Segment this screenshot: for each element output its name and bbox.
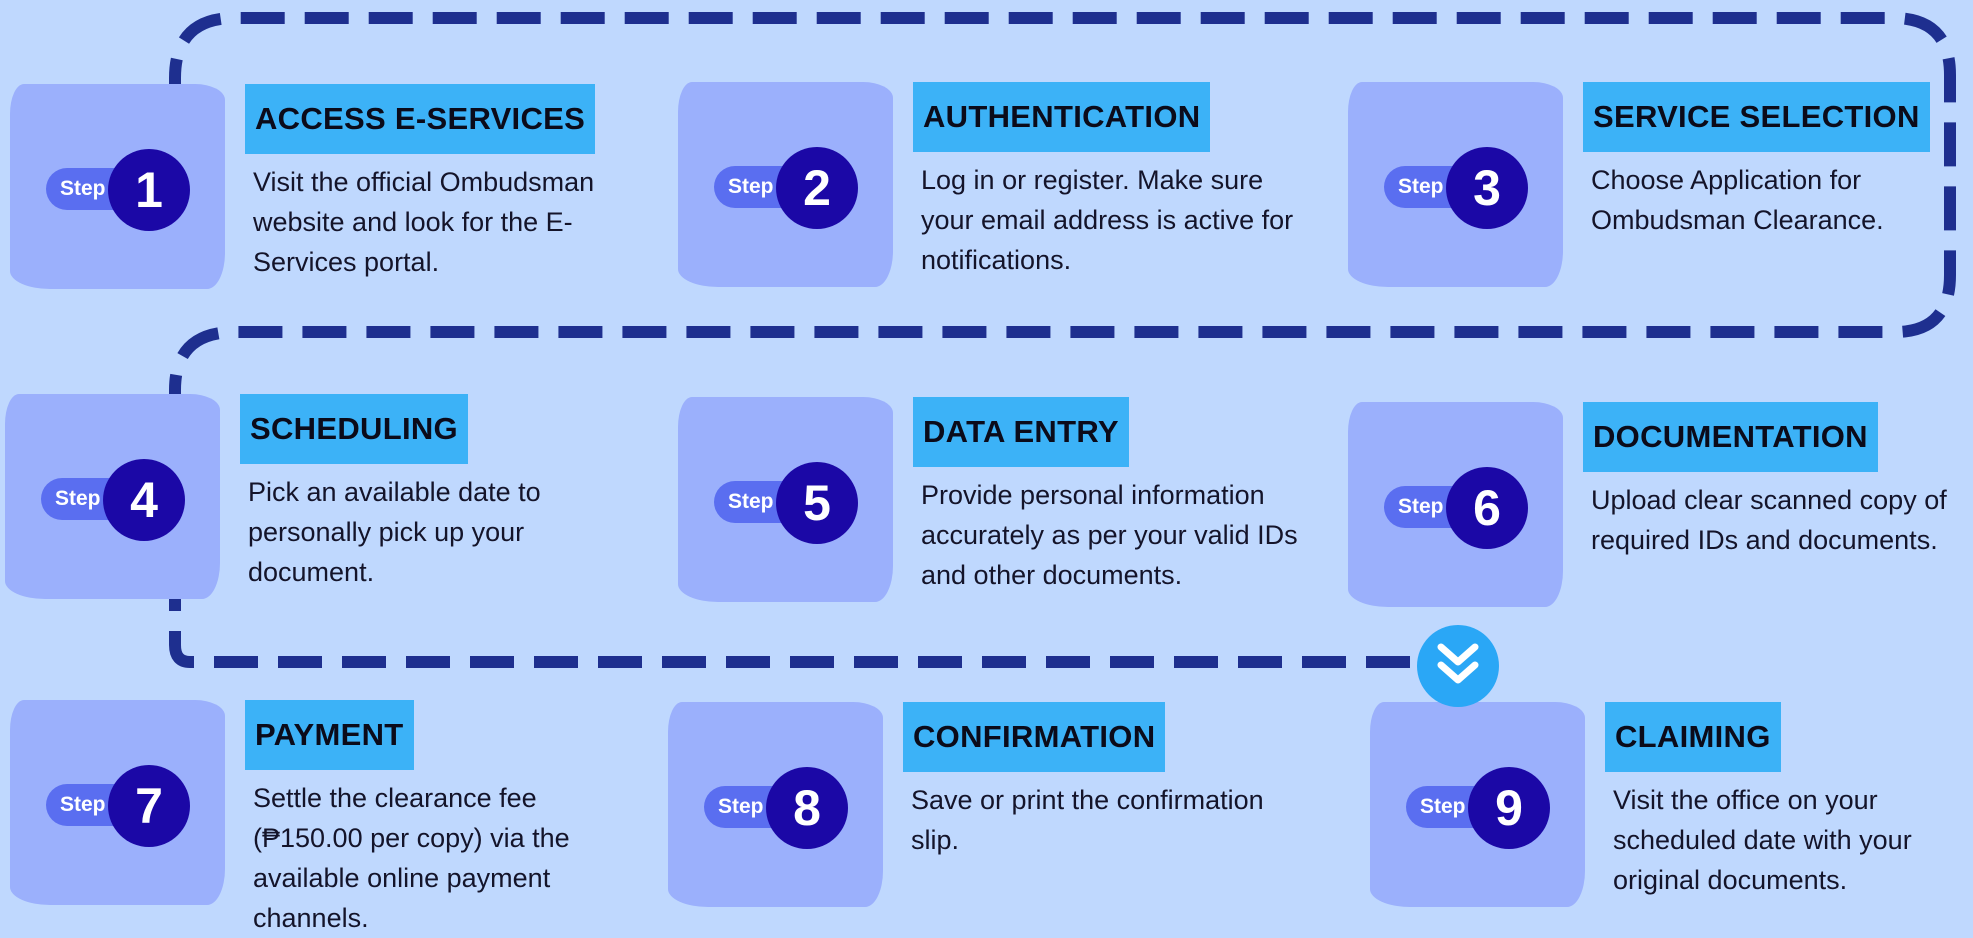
step-description: Save or print the confirmation slip. xyxy=(911,785,1264,855)
step-number-badge: 5 xyxy=(776,462,858,544)
step-description: Log in or register. Make sure your email… xyxy=(921,165,1294,275)
step-description: Upload clear scanned copy of required ID… xyxy=(1591,485,1947,555)
step-8: Step 8 CONFIRMATION Save or print the co… xyxy=(668,702,1318,932)
step-number-badge: 7 xyxy=(108,765,190,847)
step-number-badge: 9 xyxy=(1468,767,1550,849)
step-number-badge: 6 xyxy=(1446,467,1528,549)
step-title: CLAIMING xyxy=(1605,702,1781,772)
step-7: Step 7 PAYMENT Settle the clearance fee … xyxy=(10,700,660,933)
step-3: Step 3 SERVICE SELECTION Choose Applicat… xyxy=(1348,82,1973,312)
step-description: Choose Application for Ombudsman Clearan… xyxy=(1591,165,1884,235)
step-2: Step 2 AUTHENTICATION Log in or register… xyxy=(678,82,1328,312)
step-title: SCHEDULING xyxy=(240,394,468,464)
step-title: DOCUMENTATION xyxy=(1583,402,1878,472)
step-5: Step 5 DATA ENTRY Provide personal infor… xyxy=(678,397,1328,627)
step-description: Provide personal information accurately … xyxy=(921,480,1298,590)
step-4: Step 4 SCHEDULING Pick an available date… xyxy=(5,394,655,624)
step-number-badge: 8 xyxy=(766,767,848,849)
flow-indicator-badge xyxy=(1417,625,1499,707)
step-title: CONFIRMATION xyxy=(903,702,1166,772)
step-number-badge: 4 xyxy=(103,459,185,541)
step-number-badge: 3 xyxy=(1446,147,1528,229)
step-description: Visit the official Ombudsman website and… xyxy=(253,167,595,277)
step-9: Step 9 CLAIMING Visit the office on your… xyxy=(1370,702,1973,932)
step-description: Pick an available date to personally pic… xyxy=(248,477,541,587)
step-description: Visit the office on your scheduled date … xyxy=(1613,785,1912,895)
step-title: PAYMENT xyxy=(245,700,414,770)
step-number-badge: 2 xyxy=(776,147,858,229)
step-title: SERVICE SELECTION xyxy=(1583,82,1930,152)
step-1: Step 1 ACCESS E-SERVICES Visit the offic… xyxy=(10,84,660,314)
step-title: ACCESS E-SERVICES xyxy=(245,84,596,154)
step-6: Step 6 DOCUMENTATION Upload clear scanne… xyxy=(1348,402,1973,632)
step-description: Settle the clearance fee (₱150.00 per co… xyxy=(253,783,570,933)
step-title: DATA ENTRY xyxy=(913,397,1129,467)
double-chevron-down-icon xyxy=(1437,643,1479,684)
step-number-badge: 1 xyxy=(108,149,190,231)
step-title: AUTHENTICATION xyxy=(913,82,1211,152)
